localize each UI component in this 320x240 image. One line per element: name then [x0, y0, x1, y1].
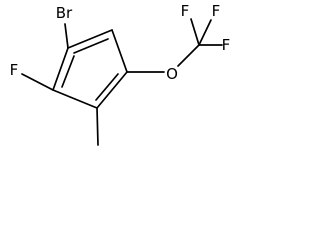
ring-double-bond [95, 73, 119, 101]
ring-bond [96, 71, 128, 109]
ring-bond [52, 89, 98, 109]
ring-bond [111, 29, 128, 73]
chemical-structure: Br F O F F F [10, 2, 231, 146]
atom-label-oxygen: O [166, 65, 178, 83]
benzene-ring [52, 29, 128, 109]
bond-carbon-fluorine-top-left [190, 18, 200, 46]
ring-bond [67, 29, 113, 49]
atom-label-fluorine-cf3-top-right: F [212, 2, 221, 20]
atom-label-fluorine-ring: F [10, 61, 19, 79]
bond-ring-bromine [64, 23, 69, 49]
atom-label-fluorine-cf3-right: F [222, 36, 231, 54]
ring-bond [52, 47, 69, 91]
bond-carbon-fluorine-top-right [198, 19, 212, 46]
bond-oxygen-carbon [177, 44, 200, 67]
atom-label-bromine: Br [56, 4, 73, 22]
bond-ring-fluorine [21, 73, 54, 91]
ring-double-bond [61, 55, 75, 88]
ring-double-bond [73, 38, 109, 54]
atom-label-fluorine-cf3-top-left: F [181, 2, 190, 20]
bond-ring-methyl [96, 107, 99, 146]
